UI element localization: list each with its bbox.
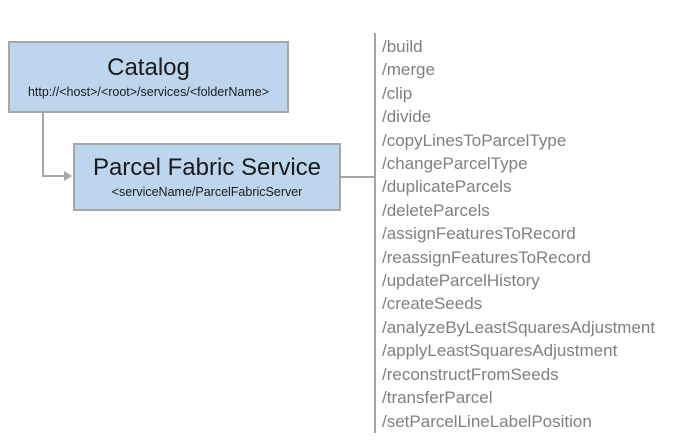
service-title: Parcel Fabric Service: [92, 154, 322, 182]
endpoint-item: /build: [382, 37, 423, 56]
endpoint-item: /setParcelLineLabelPosition: [382, 411, 592, 431]
endpoint-item: /deleteParcels: [382, 200, 490, 220]
endpoint-item: /updateParcelHistory: [382, 271, 540, 291]
connector-horizontal-line: [42, 175, 65, 177]
endpoint-list: /build/merge/clip/divide/copyLinesToParc…: [382, 35, 682, 433]
endpoint-item: /merge: [382, 60, 435, 80]
endpoint-item: /reconstructFromSeeds: [382, 364, 559, 384]
endpoint-item: /copyLinesToParcelType: [382, 130, 567, 150]
catalog-node: Catalog http://<host>/<root>/services/<f…: [8, 41, 289, 113]
catalog-title: Catalog: [107, 54, 190, 82]
endpoint-item: /changeParcelType: [382, 154, 528, 174]
parcel-fabric-service-node: Parcel Fabric Service <serviceName/Parce…: [73, 143, 341, 211]
endpoint-item: /clip: [382, 83, 413, 103]
arrowhead-icon: [64, 171, 72, 181]
endpoint-item: /duplicateParcels: [382, 177, 512, 197]
endpoint-item: /divide: [382, 107, 432, 127]
endpoint-item: /transferParcel: [382, 388, 493, 408]
endpoint-item: /reassignFeaturesToRecord: [382, 247, 591, 267]
endpoint-item: /applyLeastSquaresAdjustment: [382, 341, 618, 361]
endpoint-item: /assignFeaturesToRecord: [382, 224, 576, 244]
service-to-list-connector-line: [341, 176, 374, 178]
endpoint-item: /createSeeds: [382, 294, 483, 314]
catalog-url: http://<host>/<root>/services/<folderNam…: [27, 84, 270, 99]
service-url: <serviceName/ParcelFabricServer: [111, 184, 303, 199]
endpoint-item: /analyzeByLeastSquaresAdjustment: [382, 317, 656, 337]
endpoint-divider-line: [374, 33, 376, 433]
connector-vertical-line: [42, 113, 44, 177]
